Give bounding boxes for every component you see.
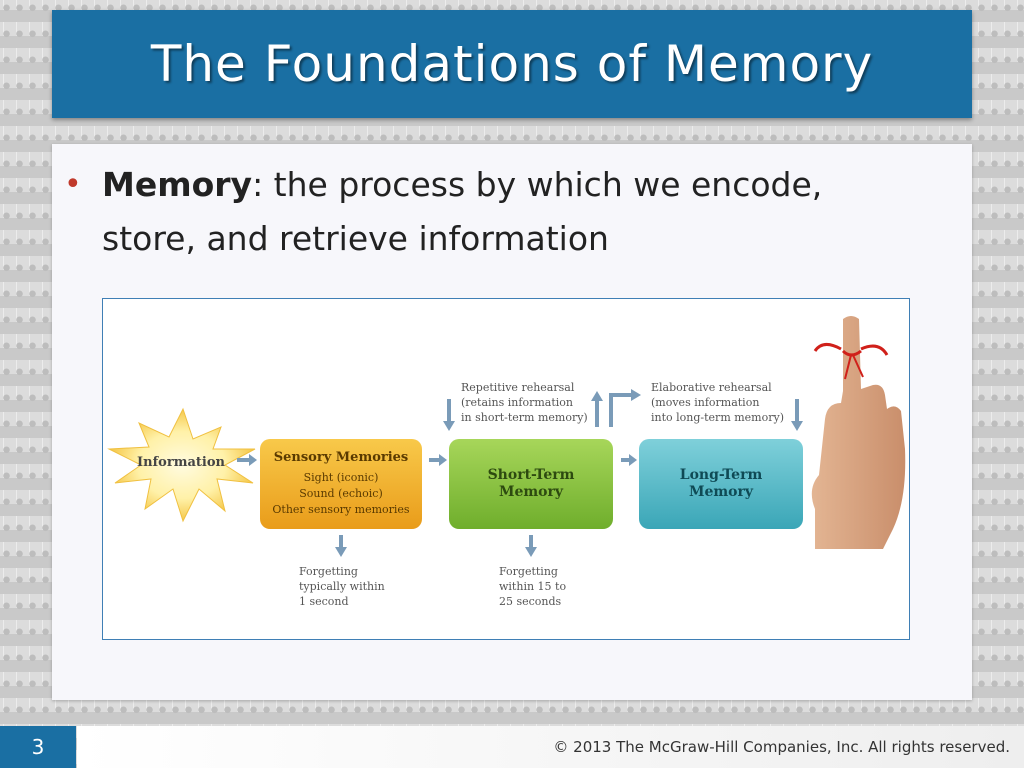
information-burst-icon — [107, 407, 256, 523]
arrow-head-icon — [335, 547, 347, 557]
long-term-label: Memory — [689, 484, 754, 500]
sensory-line: Sight (iconic) — [304, 471, 379, 484]
arrow-head-icon — [439, 454, 447, 466]
sensory-line: Sound (echoic) — [299, 487, 383, 500]
bullet-icon: • — [64, 167, 82, 202]
arrow-head-icon — [443, 421, 455, 431]
sensory-title: Sensory Memories — [274, 450, 409, 465]
elaborative-rehearsal-line: Elaborative rehearsal — [651, 381, 772, 394]
forgetting-sensory-line: Forgetting — [299, 565, 358, 578]
bullet-text: Memory: the process by which we encode, … — [102, 158, 924, 266]
footer-bar: © 2013 The McGraw-Hill Companies, Inc. A… — [77, 726, 1024, 768]
short-term-label: Short-Term — [488, 467, 575, 483]
long-term-memory-box — [639, 439, 803, 529]
arrow-head-icon — [249, 454, 257, 466]
long-term-label: Long-Term — [680, 467, 763, 483]
memory-diagram: Information Sensory Memories Sight (icon… — [102, 298, 910, 640]
slide-number: 3 — [0, 726, 76, 768]
title-bar: The Foundations of Memory — [52, 10, 972, 118]
information-label: Information — [137, 455, 225, 470]
arrow-head-icon — [525, 547, 537, 557]
arrow-head-icon — [629, 454, 637, 466]
forgetting-sensory-line: typically within — [299, 580, 385, 593]
forgetting-short-line: Forgetting — [499, 565, 558, 578]
sensory-memory-box — [260, 439, 422, 529]
arrow-head-icon — [631, 389, 641, 401]
short-term-memory-box — [449, 439, 613, 529]
repetitive-rehearsal-line: Repetitive rehearsal — [461, 381, 575, 394]
forgetting-short-line: 25 seconds — [499, 595, 562, 608]
repetitive-rehearsal-line: in short-term memory) — [461, 411, 588, 424]
copyright-text: © 2013 The McGraw-Hill Companies, Inc. A… — [553, 738, 1010, 756]
forgetting-sensory-line: 1 second — [299, 595, 349, 608]
bullet-term: Memory — [102, 165, 253, 204]
elaborative-rehearsal-line: (moves information — [651, 396, 759, 409]
content-area: • Memory: the process by which we encode… — [52, 144, 972, 700]
hand-with-string-icon — [811, 316, 906, 549]
memory-diagram-svg: Information Sensory Memories Sight (icon… — [107, 316, 906, 608]
slide-title: The Foundations of Memory — [150, 35, 874, 93]
elaborative-arrow-icon — [609, 393, 633, 427]
forgetting-short-line: within 15 to — [499, 580, 566, 593]
bullet-item: • Memory: the process by which we encode… — [64, 158, 924, 266]
short-term-label: Memory — [499, 484, 564, 500]
repetitive-rehearsal-line: (retains information — [461, 396, 573, 409]
sensory-line: Other sensory memories — [272, 503, 410, 516]
slide-number-text: 3 — [31, 735, 45, 759]
bullet-definition: : the process by which we encode, store,… — [102, 165, 823, 258]
arrow-head-icon — [591, 391, 603, 401]
arrow-head-icon — [791, 421, 803, 431]
elaborative-rehearsal-line: into long-term memory) — [651, 411, 784, 424]
